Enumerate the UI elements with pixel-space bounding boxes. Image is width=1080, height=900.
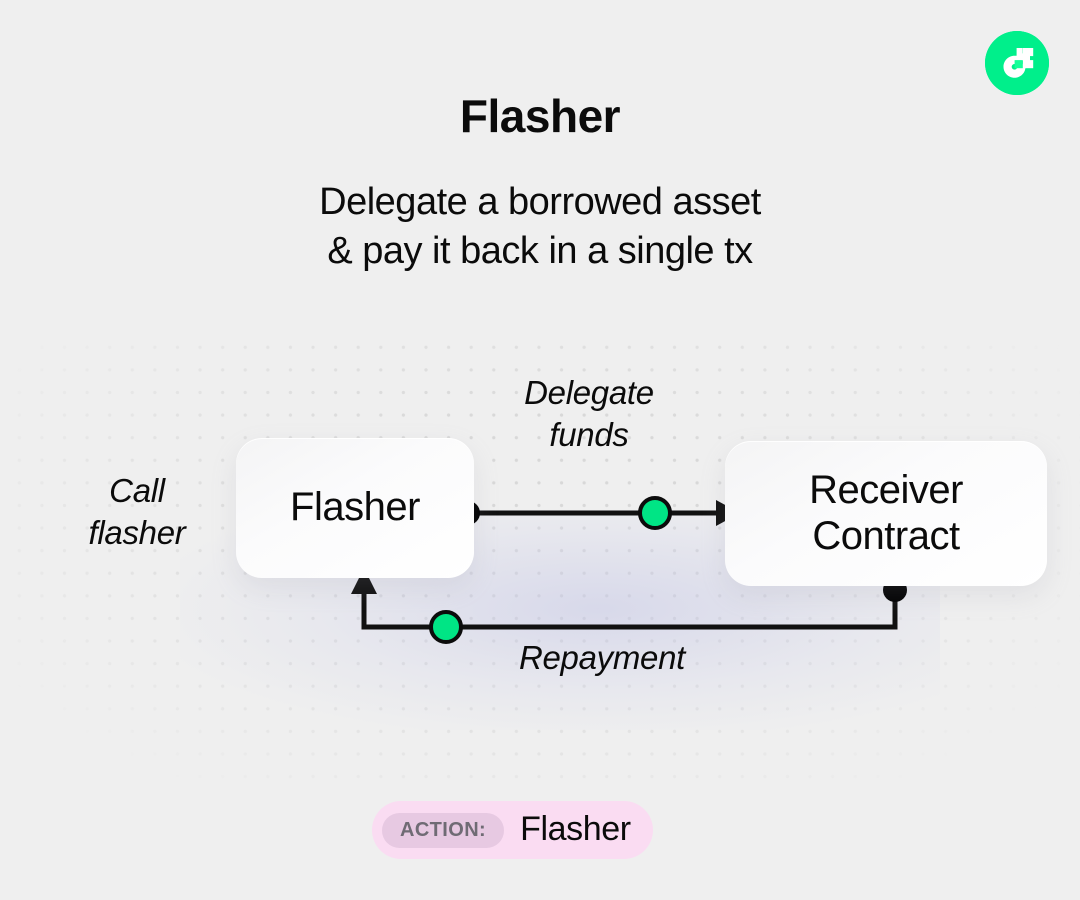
edge-label-call-flasher: Call flasher — [88, 472, 186, 552]
page-title: Flasher — [459, 89, 621, 142]
action-badge[interactable]: ACTION: Flasher — [372, 801, 653, 859]
node-flasher[interactable]: Flasher — [236, 438, 474, 578]
diagram-stage: Call flasher Delegate funds Repayment Fl… — [0, 330, 1080, 780]
node-receiver-contract-label: Receiver Contract — [809, 468, 963, 559]
node-flasher-label: Flasher — [290, 485, 420, 530]
page-subtitle-line-1: Delegate a borrowed asset — [319, 181, 761, 223]
edge-label-repayment: Repayment — [518, 639, 686, 676]
edge-label-delegate-funds: Delegate funds — [524, 374, 654, 454]
node-receiver-contract-label-line-2: Contract — [812, 513, 960, 558]
node-receiver-contract-label-line-1: Receiver — [809, 467, 963, 512]
node-receiver-contract[interactable]: Receiver Contract — [725, 441, 1047, 586]
page-subtitle-line-2: & pay it back in a single tx — [327, 230, 753, 273]
page-subtitle: Delegate a borrowed asset & pay it back … — [0, 178, 1080, 277]
action-badge-value: Flasher — [520, 809, 631, 848]
action-badge-chip: ACTION: — [382, 812, 505, 848]
flow-logo-icon — [985, 31, 1049, 95]
